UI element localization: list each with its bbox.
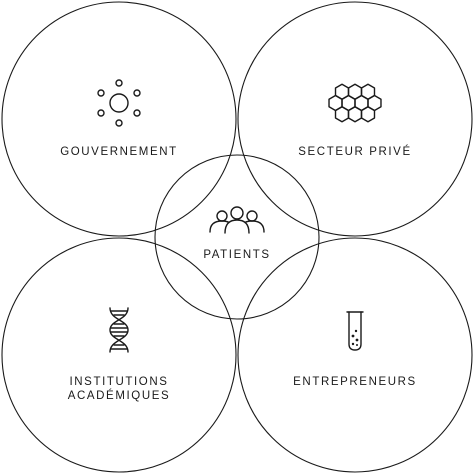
patients-label: PATIENTS <box>203 249 270 261</box>
secteur-prive-circle <box>237 1 473 237</box>
sun-icon <box>97 79 141 127</box>
institutions-label-line2: ACADÉMIQUES <box>68 389 171 402</box>
test-tube-icon <box>346 311 364 351</box>
gouvernement-label: GOUVERNEMENT <box>60 146 178 158</box>
hexagon-cluster-icon <box>328 83 382 123</box>
entrepreneurs-circle <box>237 237 473 473</box>
hexagon-cell <box>360 106 376 123</box>
institutions-label-line1: INSTITUTIONS <box>69 376 168 388</box>
gouvernement-circle <box>1 1 237 237</box>
secteur-prive-label: SECTEUR PRIVÉ <box>298 145 411 158</box>
dna-icon <box>109 307 129 353</box>
patients-circle <box>154 154 320 320</box>
people-group-icon <box>209 206 265 234</box>
entrepreneurs-label: ENTREPRENEURS <box>293 376 417 388</box>
hexagon-cell <box>334 106 350 123</box>
institutions-circle <box>1 237 237 473</box>
hexagon-cell <box>347 106 363 123</box>
